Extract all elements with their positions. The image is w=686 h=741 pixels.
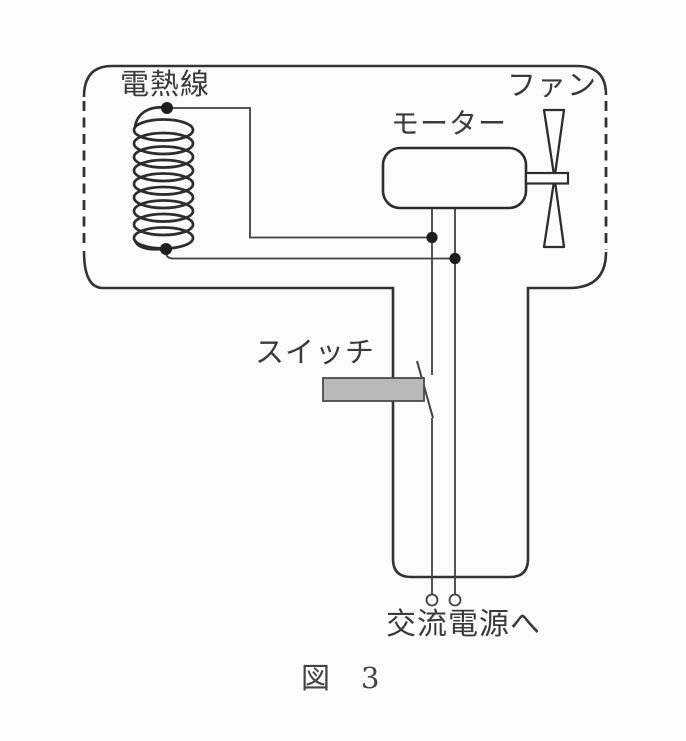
coil-bottom-terminal-dot: [160, 243, 172, 255]
dryer-body-bottom-and-handle-outline: [82, 250, 608, 579]
switch-label: スイッチ: [255, 335, 376, 369]
motor-body: [381, 146, 528, 210]
ac-terminal-right: [448, 593, 462, 607]
switch-blade: [416, 360, 434, 419]
heating-coil: [132, 106, 195, 251]
ac-power-label: 交流電源へ: [386, 607, 541, 642]
motor-label: モーター: [391, 107, 508, 140]
heater-label: 電熱線: [120, 67, 211, 101]
ac-terminal-left: [425, 593, 439, 607]
coil-top-wire: [167, 107, 432, 239]
coil-bottom-wire: [165, 249, 455, 260]
coil-top-terminal-dot: [161, 102, 173, 114]
switch-slider-knob[interactable]: [322, 377, 425, 402]
fan-blades: [542, 108, 566, 249]
junction-dot-left: [426, 231, 438, 244]
dryer-body-top-edge: [82, 64, 608, 98]
junction-dot-right: [449, 252, 461, 265]
figure-caption: 図 3: [301, 661, 381, 695]
motor-shaft: [524, 171, 570, 185]
fan-label: ファン: [507, 68, 598, 102]
